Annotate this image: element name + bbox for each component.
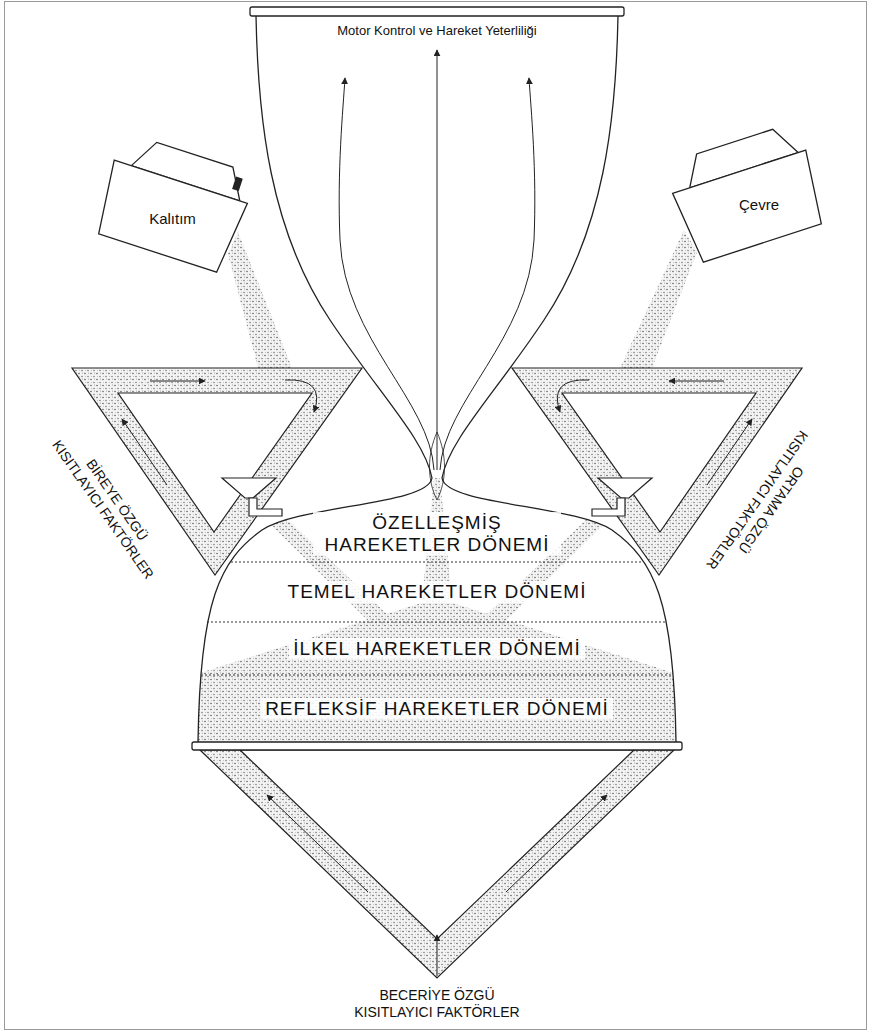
phase-band: İLKEL HAREKETLER DÖNEMİ <box>205 622 669 675</box>
funnel <box>222 478 276 498</box>
factor-label: ORTAMA ÖZGÜ KISITLAYICI FAKTÖRLER <box>699 421 830 588</box>
flow-arrow <box>267 795 368 892</box>
flow-arrow <box>669 381 724 382</box>
sand-layer <box>190 675 684 745</box>
sand-stream <box>620 230 697 368</box>
flow-arrow <box>150 381 205 382</box>
bucket-body <box>673 150 829 265</box>
phase-divider <box>201 675 673 676</box>
flow-arrow <box>707 419 752 485</box>
sand-stream <box>228 232 292 368</box>
flow-arrow <box>122 419 167 485</box>
flow-arrow <box>285 380 317 412</box>
flow-arrow <box>437 935 438 976</box>
phase-label: REFLEKSİF HAREKETLER DÖNEMİ <box>261 698 613 720</box>
phase-label: İLKEL HAREKETLER DÖNEMİ <box>289 638 584 660</box>
environment-bucket: Çevre <box>685 122 833 272</box>
bucket-label: Çevre <box>739 196 779 213</box>
phase-divider <box>207 622 667 623</box>
funnel <box>598 478 652 498</box>
factor-label: BİREYE ÖZGÜ KISITLAYICI FAKTÖRLER <box>46 423 174 586</box>
outcome-arrow <box>437 50 438 470</box>
funnel-spout <box>249 498 282 516</box>
bucket-body <box>91 160 247 275</box>
phase-band: ÖZELLEŞMİŞ HAREKETLER DÖNEMİ <box>287 505 587 562</box>
funnel-spout <box>592 498 625 516</box>
phase-band: REFLEKSİF HAREKETLER DÖNEMİ <box>200 675 674 742</box>
hourglass-rim <box>192 742 682 750</box>
heredity-bucket-shape <box>90 135 255 280</box>
phase-label: ÖZELLEŞMİŞ HAREKETLER DÖNEMİ <box>313 512 561 556</box>
hourglass-outline <box>442 16 618 478</box>
flow-arrow <box>557 380 589 412</box>
bucket-knob <box>232 177 243 192</box>
bucket-label: Kalıtım <box>149 210 196 227</box>
hourglass-outline <box>256 16 432 478</box>
constraint-triangle <box>200 750 674 978</box>
figure-frame <box>5 2 867 1030</box>
factor-label: BECERİYE ÖZGÜ KISITLAYICI FAKTÖRLER <box>345 987 530 1021</box>
phase-divider <box>231 562 643 563</box>
flow-arrow <box>506 795 607 892</box>
hourglass-rim <box>250 7 624 16</box>
bucket <box>663 122 829 265</box>
heredity-bucket: Kalıtım <box>90 135 255 280</box>
hourglass: Motor Kontrol ve Hareket YeterliliğiÖZEL… <box>190 4 684 752</box>
bucket <box>91 132 257 275</box>
phase-band: TEMEL HAREKETLER DÖNEMİ <box>215 562 659 622</box>
outcome-arrow <box>440 78 535 470</box>
sand-pile <box>190 478 684 745</box>
phase-label: TEMEL HAREKETLER DÖNEMİ <box>284 581 591 603</box>
outcome-text: Motor Kontrol ve Hareket Yeterliliği <box>337 24 536 39</box>
outcome-arrow <box>339 78 434 470</box>
